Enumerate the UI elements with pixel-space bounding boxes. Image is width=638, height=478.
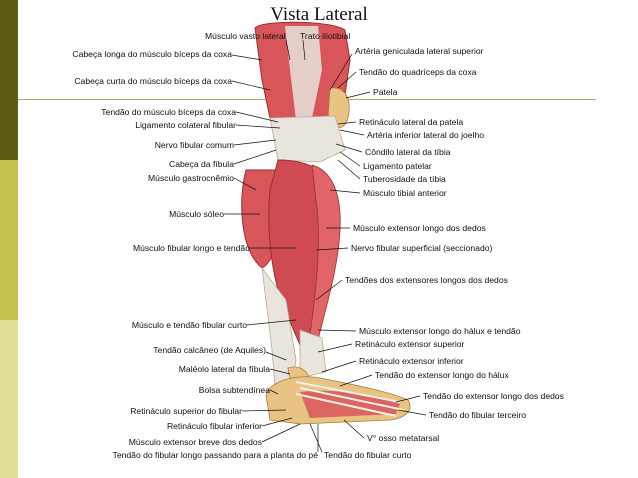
leader-lines	[224, 39, 427, 453]
label-common-fibular-nerve: Nervo fibular comum	[154, 140, 234, 150]
label-lateral-tibial-condyle: Côndilo lateral da tíbia	[365, 147, 451, 157]
label-vastus-lateralis: Músculo vasto lateral	[205, 31, 286, 41]
label-iliotibial-tract: Trato iliotibial	[300, 31, 351, 41]
label-extensor-digitorum-brevis: Músculo extensor breve dos dedos	[128, 437, 262, 447]
label-tibialis-anterior: Músculo tibial anterior	[363, 188, 447, 198]
foot-tendons	[295, 381, 405, 417]
label-fibularis-brevis: Músculo e tendão fibular curto	[131, 320, 247, 330]
label-biceps-short-head: Cabeça curta do músculo bíceps da coxa	[74, 76, 232, 86]
label-extensor-hallucis-longus: Músculo extensor longo do hálux e tendão	[359, 326, 521, 336]
tibialis-anterior	[309, 164, 341, 341]
label-lateral-patellar-retinaculum: Retináculo lateral da patela	[359, 117, 464, 127]
label-extensor-hallucis-tendon: Tendão do extensor longo do hálux	[375, 370, 509, 380]
label-patellar-ligament: Ligamento patelar	[363, 161, 432, 171]
label-fibular-collateral: Ligamento colateral fibular	[135, 120, 236, 130]
label-tibial-tuberosity: Tuberosidade da tíbia	[363, 174, 446, 184]
label-soleus: Músculo sóleo	[169, 209, 224, 219]
label-patella: Patela	[373, 87, 398, 97]
label-subtendinous-bursa: Bolsa subtendínea	[198, 385, 270, 395]
label-superficial-fibular-nerve: Nervo fibular superficial (seccionado)	[351, 243, 493, 253]
label-lateral-malleolus: Maléolo lateral da fíbula	[178, 364, 270, 374]
label-long-extensor-tendons: Tendões dos extensores longos dos dedos	[345, 275, 508, 285]
label-fibularis-tertius-tendon: Tendão do fibular terceiro	[429, 410, 526, 420]
page-title: Vista Lateral	[270, 4, 368, 25]
label-extensor-digitorum-longus: Músculo extensor longo dos dedos	[353, 223, 486, 233]
label-superior-fibular-retinaculum: Retináculo superior do fibular	[130, 406, 242, 416]
left-accent-bar	[0, 0, 18, 478]
label-biceps-long-head: Cabeça longa do músculo bíceps da coxa	[72, 49, 232, 59]
label-fibular-head: Cabeça da fíbula	[169, 159, 234, 169]
label-extensor-digitorum-tendon: Tendão do extensor longo dos dedos	[423, 391, 564, 401]
knee-ligaments	[269, 115, 346, 163]
label-calcaneal-tendon: Tendão calcâneo (de Aquiles)	[153, 345, 266, 355]
label-inferior-extensor-retinaculum: Retináculo extensor inferior	[359, 356, 464, 366]
accent-bar-mid	[0, 160, 18, 320]
label-fibularis-brevis-tendon: Tendão do fibular curto	[324, 450, 412, 460]
label-inferior-fibular-retinaculum: Retináculo fibular inferior	[166, 421, 262, 431]
label-fibularis-longus: Músculo fibular longo e tendão	[132, 243, 250, 253]
label-quadriceps-tendon: Tendão do quadríceps da coxa	[359, 67, 477, 77]
extensor-tendons	[299, 329, 327, 379]
label-gastrocnemius: Músculo gastrocnêmio	[148, 173, 234, 183]
accent-bar-dark	[0, 0, 18, 160]
label-fifth-metatarsal: V° osso metatarsal	[367, 433, 440, 443]
label-superior-extensor-retinaculum: Retináculo extensor superior	[355, 339, 465, 349]
label-biceps-tendon: Tendão do músculo bíceps da coxa	[101, 107, 236, 117]
label-fibularis-longus-tendon: Tendão do fibular longo passando para a …	[112, 450, 318, 460]
iliotibial-tract	[285, 26, 322, 120]
label-superior-lateral-genicular-artery: Artéria geniculada lateral superior	[355, 46, 484, 56]
accent-bar-light	[0, 320, 18, 478]
label-inferior-lateral-genicular-artery: Artéria inferior lateral do joelho	[367, 130, 485, 140]
